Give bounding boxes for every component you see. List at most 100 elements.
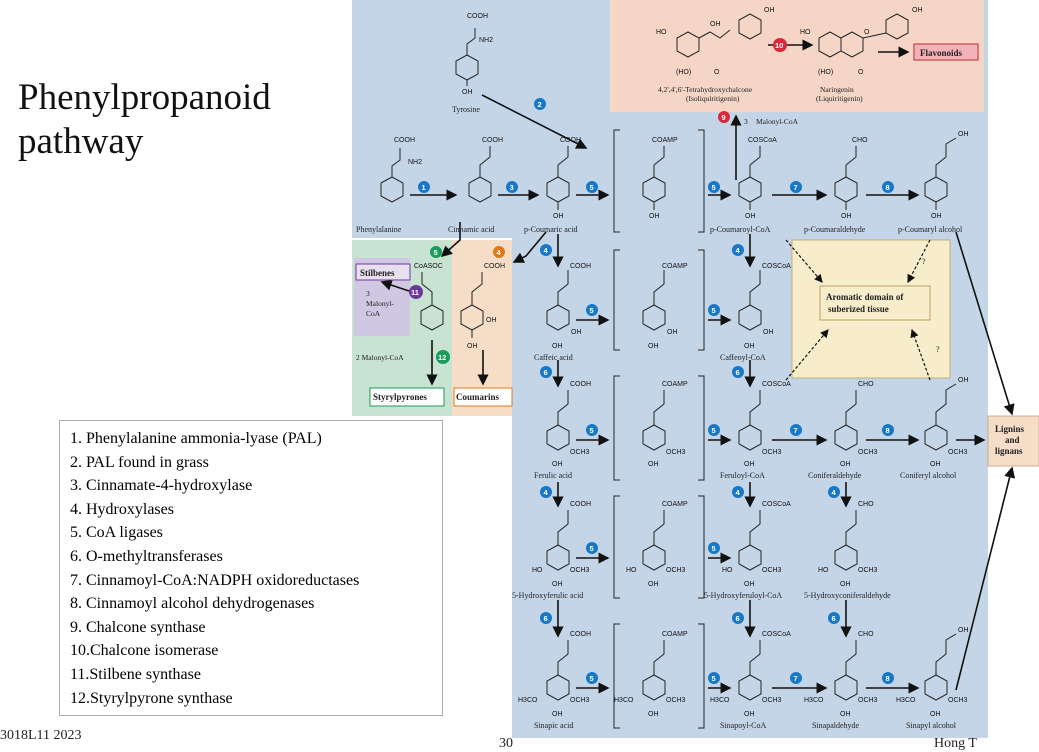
badge-4c: 4 bbox=[732, 244, 744, 256]
svg-text:5: 5 bbox=[590, 544, 594, 553]
group-amp-3: COAMP bbox=[662, 381, 688, 388]
coumaroyl-coa-label: p-Coumaroyl-CoA bbox=[710, 225, 771, 234]
group-coscoa4-oh: OH bbox=[744, 581, 755, 588]
badge-4a: 4 bbox=[493, 246, 505, 258]
caffeoyl-coa-label: Caffeoyl-CoA bbox=[720, 353, 766, 362]
group-alc5-oh: OH bbox=[930, 711, 941, 718]
group-coscoa5-oh: OH bbox=[744, 711, 755, 718]
group-alc5-oh-top: OH bbox=[958, 627, 969, 634]
badge-8c: 8 bbox=[882, 672, 894, 684]
svg-text:5: 5 bbox=[590, 674, 594, 683]
badge-8a: 8 bbox=[882, 181, 894, 193]
svg-text:5: 5 bbox=[712, 544, 716, 553]
group-coscoa4-ho: HO bbox=[722, 567, 733, 574]
note-question-1: ? bbox=[922, 257, 926, 266]
svg-text:5: 5 bbox=[712, 426, 716, 435]
group-fer-cooh: COOH bbox=[570, 381, 591, 388]
legend-item-1: 1. Phenylalanine ammonia-lyase (PAL) bbox=[70, 430, 322, 447]
group-coscoa2-oh2: OH bbox=[744, 343, 755, 350]
note-malonyl: Malonyl-CoA bbox=[756, 117, 799, 126]
group-alc5-och3: OCH3 bbox=[948, 697, 968, 704]
phenylpropanoid-pathway-diagram: Flavonoids Stilbenes Styrylpyrones Couma… bbox=[352, 0, 1039, 738]
note-stil-three: 3 bbox=[366, 289, 370, 298]
group-alc3-oh: OH bbox=[930, 461, 941, 468]
badge-10: 10 bbox=[773, 38, 787, 52]
group-hf-oh: OH bbox=[552, 581, 563, 588]
badge-5h: 5 bbox=[586, 542, 598, 554]
feruloyl-coa-label: Feruloyl-CoA bbox=[720, 471, 765, 480]
ring-coumaroyl-coa bbox=[738, 146, 762, 210]
group-amp1-oh: OH bbox=[649, 213, 660, 220]
group-chal-oh2: OH bbox=[764, 7, 775, 14]
panel-coumarin bbox=[452, 240, 512, 416]
badge-9: 9 bbox=[718, 111, 730, 123]
svg-text:4: 4 bbox=[832, 488, 837, 497]
badge-5f: 5 bbox=[586, 424, 598, 436]
coumaraldehyde-label: p-Coumaraldehyde bbox=[804, 225, 866, 234]
group-cho4-och3: OCH3 bbox=[858, 567, 878, 574]
group-tyr-cooh: COOH bbox=[467, 13, 488, 20]
badge-5k: 5 bbox=[708, 672, 720, 684]
footer-page-number: 30 bbox=[499, 736, 513, 751]
svg-text:8: 8 bbox=[886, 674, 890, 683]
svg-text:11: 11 bbox=[411, 288, 419, 297]
functional-groups: COOH NH2 OH COOH NH2 COOH COOH OH COAMP … bbox=[394, 7, 969, 718]
note-stil-coa: CoA bbox=[366, 309, 381, 318]
group-amp5-oh: OH bbox=[648, 711, 659, 718]
group-cm-cooh: COOH bbox=[484, 263, 505, 270]
group-alc1-oh: OH bbox=[931, 213, 942, 220]
naringenin-label: Naringenin bbox=[820, 85, 854, 94]
group-stil-coasoc: CoASOC bbox=[414, 263, 443, 270]
group-amp2-oh: OH bbox=[667, 329, 678, 336]
group-hf-cooh: COOH bbox=[570, 501, 591, 508]
badge-7b: 7 bbox=[790, 424, 802, 436]
badge-1: 1 bbox=[418, 181, 430, 193]
svg-text:2: 2 bbox=[538, 100, 542, 109]
group-coscoa5-och3: OCH3 bbox=[762, 697, 782, 704]
group-chal-o: O bbox=[714, 69, 720, 76]
ring-coumaric bbox=[546, 146, 570, 210]
svg-text:6: 6 bbox=[544, 614, 548, 623]
group-chal-ho: HO bbox=[656, 29, 667, 36]
badge-5j: 5 bbox=[586, 672, 598, 684]
svg-text:5: 5 bbox=[712, 183, 716, 192]
group-fer-och3: OCH3 bbox=[570, 449, 590, 456]
group-coscoa5-h3co: H3CO bbox=[710, 697, 730, 704]
legend-item-12: 12.Styrylpyrone synthase bbox=[70, 689, 233, 707]
note-three: 3 bbox=[744, 117, 748, 126]
legend-item-3: 3. Cinnamate-4-hydroxylase bbox=[70, 477, 253, 495]
coumarins-box bbox=[453, 387, 513, 407]
badge-2: 2 bbox=[534, 98, 546, 110]
ring-stilbene bbox=[420, 272, 444, 331]
legend-item-10: 10.Chalcone isomerase bbox=[70, 642, 219, 660]
ring-naringenin-a bbox=[818, 31, 864, 58]
group-chal-hoparen: (HO) bbox=[676, 69, 691, 76]
slide-title: Phenylpropanoid pathway bbox=[18, 77, 271, 162]
group-cho3-oh: OH bbox=[840, 461, 851, 468]
group-alc1-oh-top: OH bbox=[958, 131, 969, 138]
chalcone-alt-label: (Isoliquiritigenin) bbox=[686, 94, 740, 103]
group-coscoa-3: COSCoA bbox=[762, 381, 791, 388]
compound-labels: Tyrosine Phenylalanine Cinnamic acid p-C… bbox=[356, 85, 963, 730]
group-nar-hoparen: (HO) bbox=[818, 69, 833, 76]
legend-item-8: 8. Cinnamoyl alcohol dehydrogenases bbox=[70, 595, 315, 613]
note-two-malonyl: 2 Malonyl-CoA bbox=[356, 353, 404, 362]
group-cho1-oh: OH bbox=[841, 213, 852, 220]
ring-coumaroyl-amp bbox=[642, 146, 666, 210]
sinapaldehyde-label: Sinapaldehyde bbox=[812, 721, 860, 730]
svg-text:1: 1 bbox=[422, 183, 426, 192]
stilbenes-box bbox=[355, 263, 411, 281]
badge-6e: 6 bbox=[828, 612, 840, 624]
group-cho-5: CHO bbox=[858, 631, 874, 638]
lignins-label-2: and bbox=[1005, 435, 1020, 445]
ring-cinnamic bbox=[468, 146, 492, 203]
aromatic-domain-box bbox=[819, 285, 931, 321]
chalcone-label: 4,2',4',6'-Tetrahydroxychalcone bbox=[658, 85, 753, 94]
group-sin-oh: OH bbox=[552, 711, 563, 718]
group-cho-1: CHO bbox=[852, 137, 868, 144]
svg-text:6: 6 bbox=[832, 614, 836, 623]
group-cm-oh1: OH bbox=[486, 317, 497, 324]
group-tyr-nh2: NH2 bbox=[479, 37, 493, 44]
group-amp4-ho: HO bbox=[626, 567, 637, 574]
svg-text:3: 3 bbox=[510, 183, 514, 192]
